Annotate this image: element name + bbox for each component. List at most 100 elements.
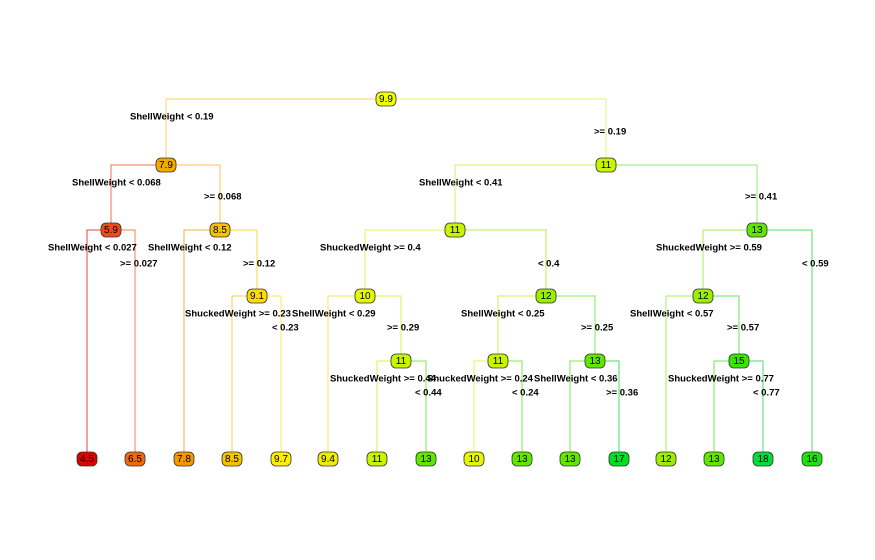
tree-edge-root-n_R (386, 98, 607, 165)
node-box (415, 451, 437, 467)
leaf-node-leaf_13: 12 (655, 451, 677, 467)
node-box (703, 451, 725, 467)
split-label-s17: ShuckedWeight >= 0.44 (330, 374, 437, 385)
split-node-n_LL: 5.9 (100, 222, 122, 238)
node-box (100, 222, 122, 238)
leaf-node-leaf_15: 18 (752, 451, 774, 467)
node-box (444, 222, 466, 238)
node-value: 15 (733, 356, 745, 367)
tree-edge-n_RL-n_RLR (455, 229, 547, 296)
node-box (487, 353, 509, 369)
node-box (209, 222, 231, 238)
split-label-s8: >= 0.12 (243, 259, 275, 270)
node-box (375, 91, 397, 107)
node-box (584, 353, 606, 369)
tree-edge-n_L-n_LL (110, 164, 166, 230)
split-label-s6: >= 0.027 (120, 259, 158, 270)
split-label-s2: >= 0.19 (594, 127, 626, 138)
split-label-s15: ShellWeight < 0.29 (292, 309, 376, 320)
node-value: 13 (708, 454, 720, 465)
node-value: 6.5 (128, 454, 142, 465)
node-value: 11 (396, 356, 407, 367)
node-box (390, 353, 412, 369)
split-node-n_LR: 8.5 (209, 222, 231, 238)
node-box (608, 451, 630, 467)
split-label-s20: >= 0.25 (581, 323, 614, 334)
tree-edges (86, 98, 813, 459)
node-box (463, 451, 485, 467)
split-node-n_RRLR: 15 (728, 353, 750, 369)
split-node-n_R: 11 (595, 157, 617, 173)
node-box (270, 451, 292, 467)
node-value: 11 (372, 454, 383, 465)
tree-edge-n_RRL-leaf_13 (665, 295, 703, 459)
leaf-node-leaf_6: 9.4 (317, 451, 339, 467)
node-value: 17 (613, 454, 625, 465)
split-label-s28: >= 0.57 (727, 323, 759, 334)
node-box (595, 157, 617, 173)
node-value: 4.5 (80, 454, 94, 465)
node-box (354, 288, 376, 304)
tree-edge-n_RR-leaf_16 (757, 229, 813, 459)
split-label-s19: ShellWeight < 0.25 (461, 309, 545, 320)
node-value: 13 (564, 454, 576, 465)
split-label-s23: ShellWeight < 0.36 (534, 374, 618, 385)
tree-edge-n_RR-n_RRL (702, 229, 757, 296)
node-value: 7.8 (177, 454, 191, 465)
split-node-n_RL: 11 (444, 222, 466, 238)
tree-edge-n_LRR-leaf_5 (257, 295, 282, 459)
split-node-n_RLR: 12 (535, 288, 557, 304)
split-label-s22: < 0.24 (512, 388, 539, 399)
split-label-s24: >= 0.36 (606, 388, 638, 399)
tree-edge-n_RRL-n_RRLR (703, 295, 740, 361)
split-label-s7: ShellWeight < 0.12 (148, 243, 232, 254)
tree-edge-n_LL-leaf_1 (86, 229, 111, 459)
node-box (155, 157, 177, 173)
split-label-s13: ShuckedWeight >= 0.4 (320, 243, 421, 254)
node-value: 13 (589, 356, 601, 367)
tree-edge-n_RL-n_RLL (364, 229, 455, 296)
tree-edge-root-n_L (165, 98, 386, 165)
node-value: 12 (660, 454, 672, 465)
node-value: 11 (601, 160, 612, 171)
node-value: 9.7 (274, 454, 288, 465)
split-label-s9: ShuckedWeight >= 0.23 (185, 309, 291, 320)
tree-edge-n_LR-leaf_3 (183, 229, 220, 459)
node-value: 18 (757, 454, 769, 465)
node-value: 7.9 (159, 160, 173, 171)
split-node-n_LRR: 9.1 (246, 288, 268, 304)
leaf-node-leaf_11: 13 (559, 451, 581, 467)
node-box (655, 451, 677, 467)
node-value: 5.9 (104, 225, 118, 236)
node-box (511, 451, 533, 467)
node-box (801, 451, 823, 467)
split-label-s14: < 0.4 (538, 259, 560, 270)
leaf-node-leaf_1: 4.5 (76, 451, 98, 467)
split-label-s25: ShuckedWeight >= 0.59 (656, 243, 762, 254)
split-label-s18: < 0.44 (415, 388, 442, 399)
tree-edge-n_R-n_RL (454, 164, 606, 230)
tree-edge-n_L-n_LR (166, 164, 221, 230)
node-box (535, 288, 557, 304)
split-node-n_RLLR: 11 (390, 353, 412, 369)
node-value: 8.5 (213, 225, 227, 236)
split-label-s3: ShellWeight < 0.068 (72, 178, 161, 189)
tree-edge-n_LRR-leaf_4 (231, 295, 257, 459)
split-label-s30: < 0.77 (753, 388, 780, 399)
node-value: 12 (540, 291, 552, 302)
node-value: 12 (697, 291, 709, 302)
tree-edge-n_RLL-leaf_6 (327, 295, 365, 459)
split-label-s11: ShellWeight < 0.41 (419, 178, 503, 189)
split-node-n_RLRR: 13 (584, 353, 606, 369)
node-value: 9.9 (379, 94, 393, 105)
node-value: 16 (806, 454, 818, 465)
node-box (246, 288, 268, 304)
node-value: 11 (450, 225, 461, 236)
tree-edge-n_R-n_RR (606, 164, 758, 230)
node-value: 10 (359, 291, 371, 302)
leaf-node-leaf_3: 7.8 (173, 451, 195, 467)
tree-edge-n_LR-n_LRR (220, 229, 258, 296)
split-node-root: 9.9 (375, 91, 397, 107)
